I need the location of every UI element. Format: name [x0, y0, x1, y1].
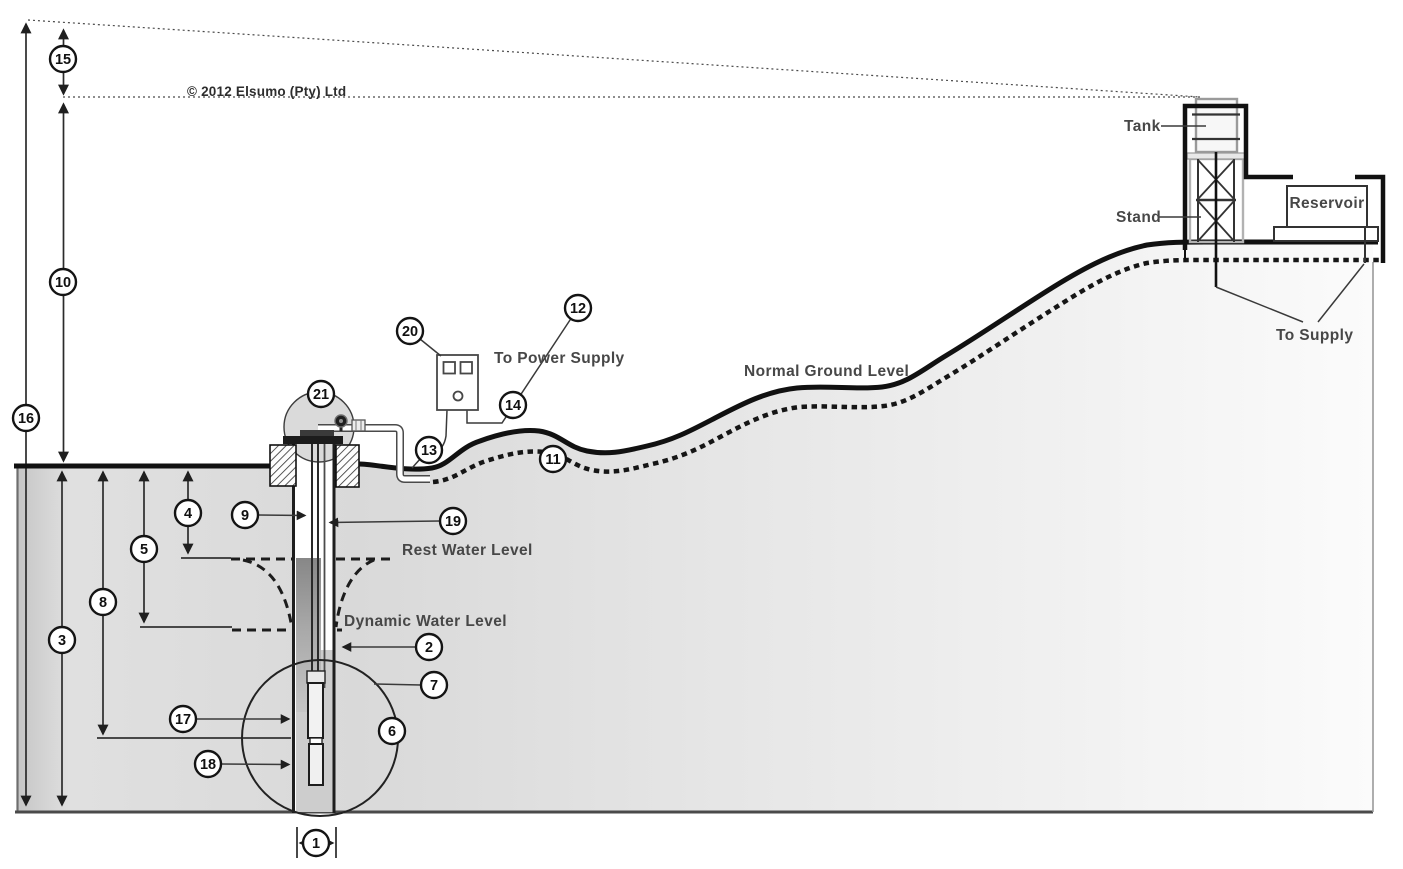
discharge-pipe-core: [318, 425, 430, 482]
to-supply-leader-right: [1317, 263, 1365, 323]
reservoir-body: [1286, 185, 1368, 228]
to-supply-label: To Supply: [1276, 327, 1353, 344]
callout-15: 15: [48, 44, 78, 74]
tank-label: Tank: [1124, 118, 1161, 135]
svg-text:17: 17: [175, 712, 191, 728]
callout-21: 21: [306, 379, 336, 409]
callout-10: 10: [48, 267, 78, 297]
static-head-sloped-line: [27, 19, 1201, 98]
reservoir-base: [1273, 226, 1379, 242]
dynamic-water-level-label: Dynamic Water Level: [344, 613, 507, 630]
callout-11: 11: [538, 444, 568, 474]
concrete-block-right: [335, 444, 360, 488]
callout-9: 9: [230, 500, 260, 530]
ground-line: [358, 239, 1378, 472]
svg-text:6: 6: [388, 724, 396, 740]
callout-3: 3: [47, 625, 77, 655]
svg-text:10: 10: [55, 275, 71, 291]
svg-text:11: 11: [545, 452, 560, 468]
svg-text:14: 14: [505, 398, 521, 414]
normal-ground-level-label: Normal Ground Level: [744, 363, 909, 380]
pump-body: [307, 682, 324, 739]
power-cable: [466, 316, 573, 424]
svg-text:1: 1: [312, 836, 320, 852]
callout-13: 13: [414, 435, 444, 465]
svg-text:4: 4: [184, 506, 192, 522]
svg-text:15: 15: [55, 52, 71, 68]
svg-text:20: 20: [402, 324, 418, 340]
svg-text:16: 16: [18, 411, 34, 427]
svg-text:19: 19: [445, 514, 461, 530]
svg-text:8: 8: [99, 595, 107, 611]
callout-6: 6: [377, 716, 407, 746]
copyright-text: © 2012 Elsumo (Pty) Ltd: [187, 84, 346, 99]
reservoir-label: Reservoir: [1289, 195, 1364, 212]
control-box-switch-right: [459, 361, 473, 375]
wellhead-plate: [283, 436, 343, 444]
tank-stand-assembly: [1159, 97, 1386, 323]
callout-8: 8: [88, 587, 118, 617]
svg-text:2: 2: [425, 640, 433, 656]
control-box-group: [419, 316, 573, 460]
callout-18: 18: [193, 749, 223, 779]
callout-leaders: [196, 457, 441, 858]
callout-20: 20: [395, 316, 425, 346]
callout-5: 5: [129, 534, 159, 564]
svg-text:12: 12: [570, 301, 586, 317]
rest-water-level-label: Rest Water Level: [402, 542, 533, 559]
callout-14: 14: [498, 390, 528, 420]
concrete-block-left: [269, 444, 297, 487]
svg-text:18: 18: [200, 757, 216, 773]
svg-text:9: 9: [241, 508, 249, 524]
to-supply-leader-left: [1215, 286, 1304, 323]
svg-text:5: 5: [140, 542, 148, 558]
motor-body: [308, 743, 324, 786]
svg-text:13: 13: [421, 443, 437, 459]
svg-text:7: 7: [430, 678, 438, 694]
callout-2: 2: [414, 632, 444, 662]
control-box-switch-left: [442, 361, 456, 375]
callout-20-leader: [419, 338, 442, 357]
to-power-supply-label: To Power Supply: [494, 350, 625, 367]
callout-19: 19: [438, 506, 468, 536]
wellhead-upper-plate: [300, 430, 334, 436]
riser-coupling: [306, 670, 326, 684]
stand-label: Stand: [1116, 209, 1161, 226]
callout-16: 16: [11, 403, 41, 433]
delivery-pipe: [1182, 103, 1293, 250]
buried-pipe-line: [432, 257, 1383, 485]
underground-fill: [17, 242, 1373, 812]
callout-7: 7: [419, 670, 449, 700]
reservoir-overflow-pipe: [1355, 174, 1386, 263]
callout-12: 12: [563, 293, 593, 323]
svg-text:3: 3: [58, 633, 66, 649]
gate-valve: [334, 414, 348, 431]
borehole: [241, 391, 399, 817]
callout-17: 17: [168, 704, 198, 734]
svg-text:21: 21: [313, 387, 329, 403]
callout-1: 1: [301, 828, 331, 858]
callout-4: 4: [173, 498, 203, 528]
wellhead: [269, 414, 430, 488]
pipe-union-fitting: [351, 419, 366, 432]
control-box-indicator: [452, 390, 464, 402]
